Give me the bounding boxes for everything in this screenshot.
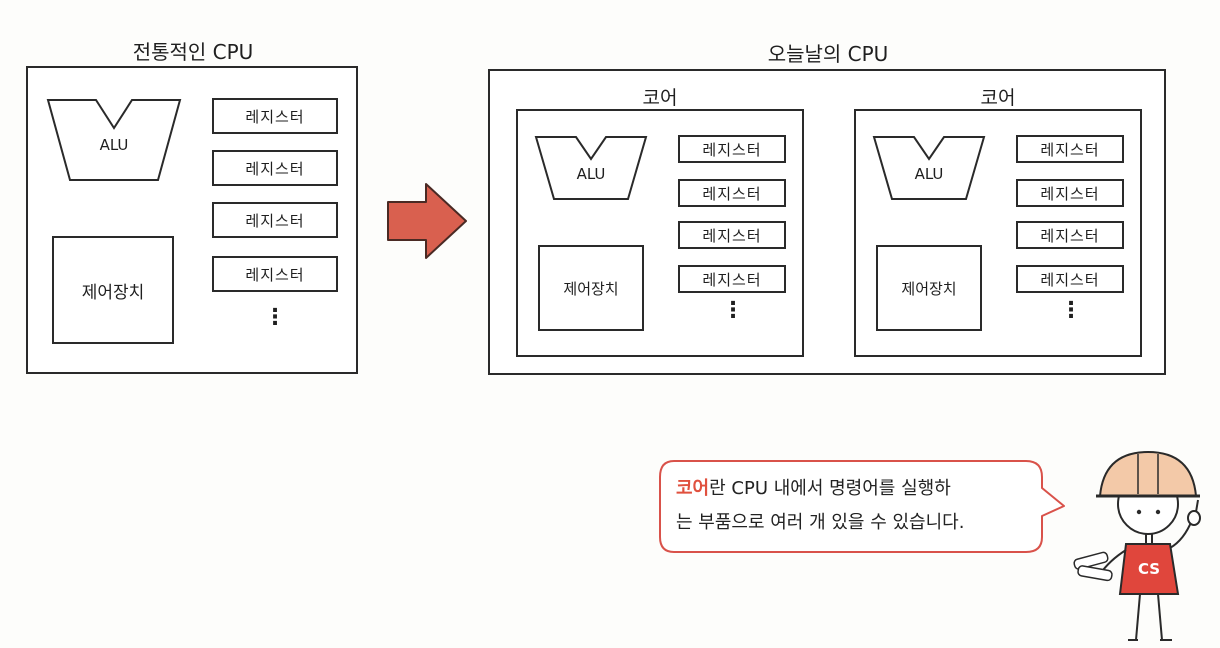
traditional-cpu-box: ALU 제어장치 레지스터 레지스터 레지스터 레지스터 ⋮ (26, 66, 358, 374)
svg-text:CS: CS (1138, 560, 1160, 578)
alu-block: ALU (534, 135, 648, 201)
register-box: 레지스터 (1016, 135, 1124, 163)
highlight-term: 코어 (676, 478, 710, 499)
speech-text: 코어란 CPU 내에서 명령어를 실행하 는 부품으로 여러 개 있을 수 있습… (676, 472, 1036, 540)
control-unit: 제어장치 (876, 245, 982, 331)
more-registers-ellipsis: ⋮ (1060, 298, 1082, 323)
core-title: 코어 (642, 87, 678, 109)
control-unit: 제어장치 (52, 236, 174, 344)
modern-cpu-box: 코어 ALU 제어장치 레지스터 레지스터 레지스터 레지스터 ⋮ 코어 ALU… (488, 69, 1166, 375)
alu-trapezoid-shape (872, 136, 986, 200)
alu-label: ALU (914, 165, 944, 183)
cs-mascot-illustration: CS (1060, 448, 1210, 648)
speech-bubble (658, 458, 1068, 560)
speech-line-1: 코어란 CPU 내에서 명령어를 실행하 (676, 472, 1036, 506)
register-box: 레지스터 (678, 221, 786, 249)
alu-label: ALU (99, 136, 129, 154)
speech-line-1-rest: 란 CPU 내에서 명령어를 실행하 (709, 478, 951, 499)
register-box: 레지스터 (212, 202, 338, 238)
core-title: 코어 (980, 87, 1016, 109)
register-box: 레지스터 (678, 265, 786, 293)
register-box: 레지스터 (1016, 265, 1124, 293)
alu-trapezoid-shape (534, 136, 648, 200)
register-box: 레지스터 (212, 150, 338, 186)
modern-cpu-title: 오늘날의 CPU (767, 42, 889, 66)
alu-block: ALU (872, 135, 986, 201)
register-box: 레지스터 (212, 256, 338, 292)
traditional-cpu-title: 전통적인 CPU (132, 40, 254, 64)
alu-trapezoid-shape (46, 99, 182, 181)
control-unit: 제어장치 (538, 245, 644, 331)
more-registers-ellipsis: ⋮ (264, 305, 286, 330)
core-box: ALU 제어장치 레지스터 레지스터 레지스터 레지스터 ⋮ (516, 109, 804, 357)
register-box: 레지스터 (1016, 221, 1124, 249)
alu-block: ALU (46, 98, 182, 182)
more-registers-ellipsis: ⋮ (722, 298, 744, 323)
alu-label: ALU (576, 165, 606, 183)
core-box: ALU 제어장치 레지스터 레지스터 레지스터 레지스터 ⋮ (854, 109, 1142, 357)
register-box: 레지스터 (1016, 179, 1124, 207)
transition-arrow-icon (386, 182, 468, 264)
register-box: 레지스터 (678, 179, 786, 207)
register-box: 레지스터 (678, 135, 786, 163)
register-box: 레지스터 (212, 98, 338, 134)
speech-line-2: 는 부품으로 여러 개 있을 수 있습니다. (676, 512, 965, 533)
